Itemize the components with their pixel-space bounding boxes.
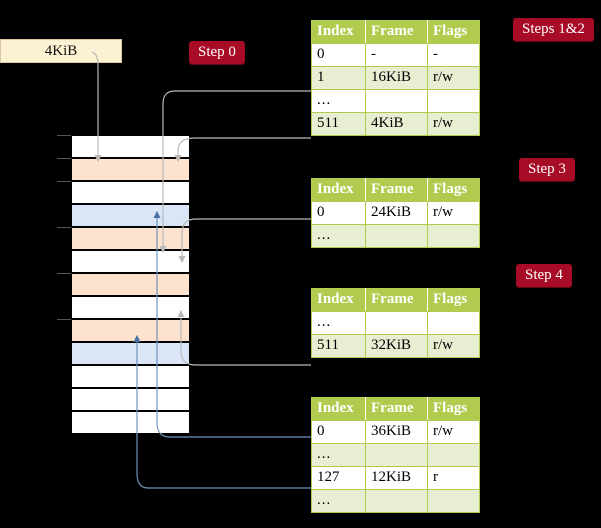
- memory-frame-tick: [57, 181, 71, 182]
- column-header-flags: Flags: [427, 397, 480, 421]
- column-header-index: Index: [311, 178, 366, 202]
- memory-frame-row: [71, 342, 190, 365]
- memory-frame-row: [71, 135, 190, 158]
- badge-step-4: Step 4: [516, 264, 572, 287]
- table-cell: 1: [311, 66, 366, 90]
- memory-frame-tick: [57, 158, 71, 159]
- table-cell: 0: [311, 201, 366, 225]
- column-header-frame: Frame: [365, 288, 428, 312]
- memory-frame-row: [71, 319, 190, 342]
- table-cell: 12KiB: [365, 466, 428, 490]
- column-header-flags: Flags: [427, 178, 480, 202]
- table-cell: ...: [311, 489, 366, 513]
- memory-frame-row: [71, 296, 190, 319]
- column-header-frame: Frame: [365, 20, 428, 44]
- physical-memory-column: [57, 135, 190, 434]
- memory-frame-tick: [57, 319, 71, 320]
- memory-frame-row: [71, 250, 190, 273]
- virtual-address-box: 4KiB: [0, 39, 122, 63]
- table-cell: ...: [311, 311, 366, 335]
- table-cell: [427, 89, 480, 113]
- memory-frame-row: [71, 181, 190, 204]
- memory-frame-row: [71, 204, 190, 227]
- badge-steps-1-2: Steps 1&2: [513, 18, 594, 41]
- memory-frame-tick: [57, 135, 71, 136]
- table-row: ...: [311, 89, 480, 113]
- memory-frame-tick: [57, 273, 71, 274]
- column-header-frame: Frame: [365, 178, 428, 202]
- memory-frame-row: [71, 365, 190, 388]
- table-cell: 127: [311, 466, 366, 490]
- memory-frame-row: [71, 388, 190, 411]
- table-cell: 0: [311, 43, 366, 67]
- table-cell: [427, 489, 480, 513]
- badge-step-0: Step 0: [189, 41, 245, 64]
- table-cell: 36KiB: [365, 420, 428, 444]
- table-row: ...: [311, 311, 480, 335]
- table-cell: r/w: [427, 201, 480, 225]
- table-cell: ...: [311, 443, 366, 467]
- table-cell: [365, 311, 428, 335]
- table-row: 0--: [311, 43, 480, 67]
- table-cell: 4KiB: [365, 112, 428, 136]
- memory-frame-tick: [57, 227, 71, 228]
- memory-frame-row: [71, 273, 190, 296]
- table-cell: r/w: [427, 420, 480, 444]
- table-cell: 16KiB: [365, 66, 428, 90]
- table-cell: -: [427, 43, 480, 67]
- column-header-flags: Flags: [427, 20, 480, 44]
- table-row: ...: [311, 224, 480, 248]
- table-cell: [427, 443, 480, 467]
- table-cell: 24KiB: [365, 201, 428, 225]
- column-header-index: Index: [311, 397, 366, 421]
- table-cell: [365, 489, 428, 513]
- memory-frame-row: [71, 411, 190, 434]
- table-cell: 511: [311, 112, 366, 136]
- table-row: ...: [311, 489, 480, 513]
- table-cell: [427, 224, 480, 248]
- table-cell: 0: [311, 420, 366, 444]
- table-cell: ...: [311, 89, 366, 113]
- table-cell: -: [365, 43, 428, 67]
- column-header-flags: Flags: [427, 288, 480, 312]
- table-row: ...: [311, 443, 480, 467]
- column-header-index: Index: [311, 20, 366, 44]
- table-cell: r/w: [427, 334, 480, 358]
- badge-step-3: Step 3: [519, 158, 575, 181]
- table-cell: [427, 311, 480, 335]
- memory-frame-row: [71, 158, 190, 181]
- table-cell: [365, 224, 428, 248]
- table-cell: ...: [311, 224, 366, 248]
- table-cell: 511: [311, 334, 366, 358]
- memory-frame-row: [71, 227, 190, 250]
- table-cell: r: [427, 466, 480, 490]
- table-cell: 32KiB: [365, 334, 428, 358]
- column-header-index: Index: [311, 288, 366, 312]
- table-cell: [365, 89, 428, 113]
- table-cell: r/w: [427, 112, 480, 136]
- table-cell: r/w: [427, 66, 480, 90]
- table-cell: [365, 443, 428, 467]
- column-header-frame: Frame: [365, 397, 428, 421]
